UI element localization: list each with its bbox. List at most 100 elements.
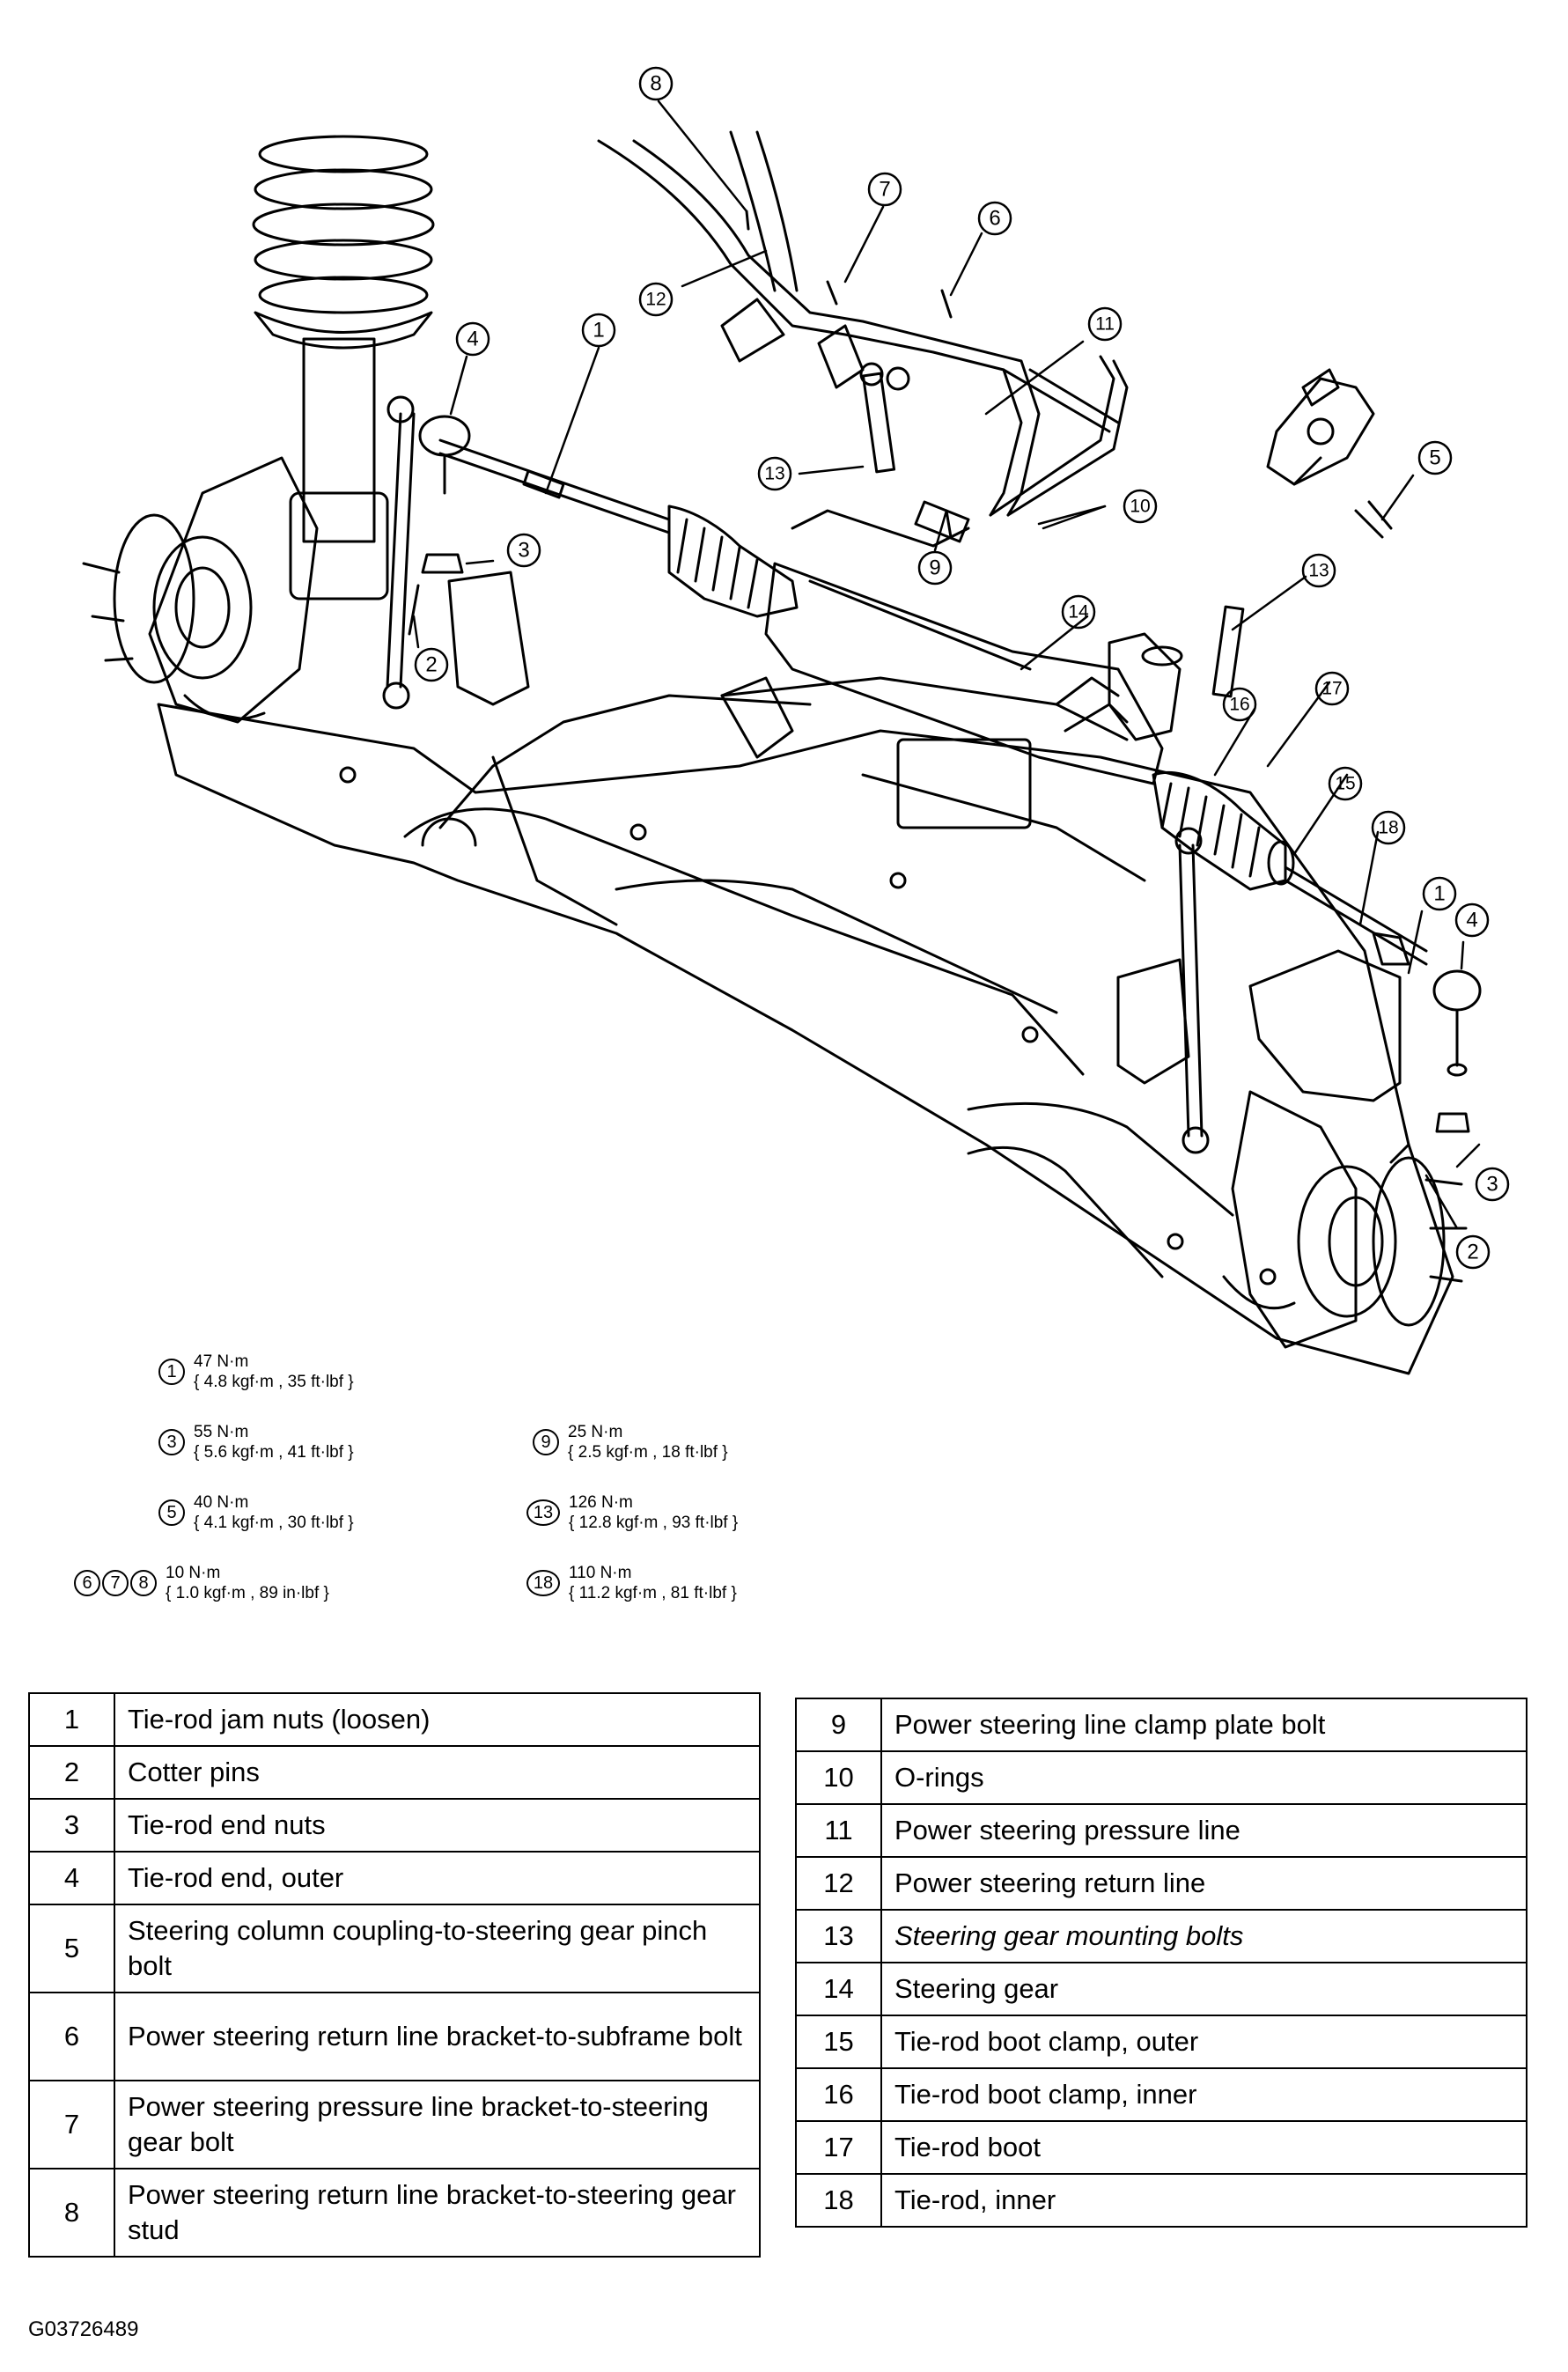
legend-number: 6 [28, 1992, 115, 2081]
torque-nm: 40 N·m [194, 1493, 249, 1512]
legend-description: Tie-rod jam nuts (loosen) [114, 1692, 761, 1747]
legend-description: Tie-rod end nuts [114, 1798, 761, 1853]
legend-description: Tie-rod boot clamp, outer [880, 2015, 1528, 2069]
rack-mount-brackets [447, 571, 1190, 1085]
steering-gear-exploded-diagram: 1 1 2 2 3 3 4 4 5 6 7 8 9 10 11 12 13 13… [82, 66, 1510, 1375]
legend-description: Power steering pressure line bracket-to-… [114, 2080, 761, 2169]
callout-2b: 2 [1467, 1241, 1478, 1264]
torque-id-circle: 8 [130, 1570, 157, 1596]
torque-detail: { 11.2 kgf·m , 81 ft·lbf } [569, 1584, 737, 1602]
legend-number: 7 [28, 2080, 115, 2169]
legend-description: Steering gear [880, 1962, 1528, 2016]
legend-description: Power steering pressure line [880, 1803, 1528, 1858]
callout-4b: 4 [1466, 909, 1477, 932]
legend-number: 11 [795, 1803, 882, 1858]
torque-nm: 126 N·m [569, 1493, 633, 1512]
legend-number: 18 [795, 2173, 882, 2228]
torque-id-circle: 9 [533, 1429, 559, 1455]
callout-leader-lines [412, 99, 1481, 1230]
torque-nm: 55 N·m [194, 1423, 249, 1441]
callout-13a: 13 [764, 464, 784, 484]
fasteners [408, 210, 1470, 1164]
torque-detail: { 2.5 kgf·m , 18 ft·lbf } [568, 1443, 728, 1462]
legend-number: 10 [795, 1750, 882, 1805]
torque-id-circle: 1 [158, 1359, 185, 1385]
callout-4a: 4 [467, 328, 478, 351]
legend-number: 12 [795, 1856, 882, 1911]
strut-coil-spring [252, 135, 435, 600]
legend-description: Power steering return line [880, 1856, 1528, 1911]
callout-8: 8 [650, 72, 661, 96]
left-knuckle-hub [82, 456, 319, 724]
torque-spec-3: 3 55 N·m { 5.6 kgf·m , 41 ft·lbf } [158, 1422, 354, 1462]
torque-spec-13: 13 126 N·m{ 12.8 kgf·m , 93 ft·lbf } [526, 1492, 738, 1533]
legend-description: Power steering return line bracket-to-st… [114, 2168, 761, 2258]
callout-6: 6 [989, 207, 1000, 231]
callout-2a: 2 [425, 653, 437, 677]
torque-detail: { 4.8 kgf·m , 35 ft·lbf } [194, 1373, 354, 1391]
callout-18: 18 [1378, 818, 1398, 838]
torque-detail: { 1.0 kgf·m , 89 in·lbf } [166, 1584, 329, 1602]
torque-nm: 25 N·m [568, 1423, 623, 1441]
legend-description: Tie-rod, inner [880, 2173, 1528, 2228]
callout-17: 17 [1321, 679, 1342, 699]
callout-9: 9 [929, 556, 940, 580]
callout-1a: 1 [593, 319, 604, 343]
legend-number: 17 [795, 2120, 882, 2175]
legend-number: 2 [28, 1745, 115, 1800]
callout-3a: 3 [518, 539, 529, 563]
callout-5: 5 [1429, 446, 1440, 470]
legend-description: Cotter pins [114, 1745, 761, 1800]
steering-gear-rack [438, 438, 1428, 966]
torque-spec-9: 9 25 N·m { 2.5 kgf·m , 18 ft·lbf } [533, 1422, 728, 1462]
torque-id-circle: 5 [158, 1499, 185, 1526]
torque-nm: 10 N·m [166, 1564, 221, 1582]
callout-10: 10 [1130, 497, 1150, 517]
legend-description: Tie-rod boot [880, 2120, 1528, 2175]
legend-number: 9 [795, 1698, 882, 1752]
torque-spec-5: 5 40 N·m{ 4.1 kgf·m , 30 ft·lbf } [158, 1492, 354, 1533]
legend-description: Tie-rod boot clamp, inner [880, 2067, 1528, 2122]
legend-description: O-rings [880, 1750, 1528, 1805]
legend-number: 8 [28, 2168, 115, 2258]
legend-number: 3 [28, 1798, 115, 1853]
legend-description: Power steering return line bracket-to-su… [114, 1992, 761, 2081]
torque-id-circle: 3 [158, 1429, 185, 1455]
figure-code: G03726489 [28, 2317, 139, 2341]
torque-id-circle: 6 [74, 1570, 100, 1596]
legend-description: Power steering line clamp plate bolt [880, 1698, 1528, 1752]
legend-description: Steering column coupling-to-steering gea… [114, 1904, 761, 1993]
legend-description: Steering gear mounting bolts [880, 1909, 1528, 1963]
torque-nm: 47 N·m [194, 1352, 249, 1371]
callout-7: 7 [879, 178, 890, 202]
callout-numbers: 1 1 2 2 3 3 4 4 5 6 7 8 9 10 11 12 13 13… [425, 72, 1498, 1264]
legend-number: 4 [28, 1851, 115, 1905]
callout-11: 11 [1095, 314, 1115, 335]
outer-tie-rod-ends [418, 415, 1482, 1077]
steering-column-coupling [1266, 368, 1375, 486]
torque-detail: { 5.6 kgf·m , 41 ft·lbf } [194, 1443, 354, 1462]
legend-number: 14 [795, 1962, 882, 2016]
callout-16: 16 [1229, 695, 1249, 715]
callout-15: 15 [1335, 774, 1355, 794]
right-knuckle-hub [1222, 949, 1468, 1349]
